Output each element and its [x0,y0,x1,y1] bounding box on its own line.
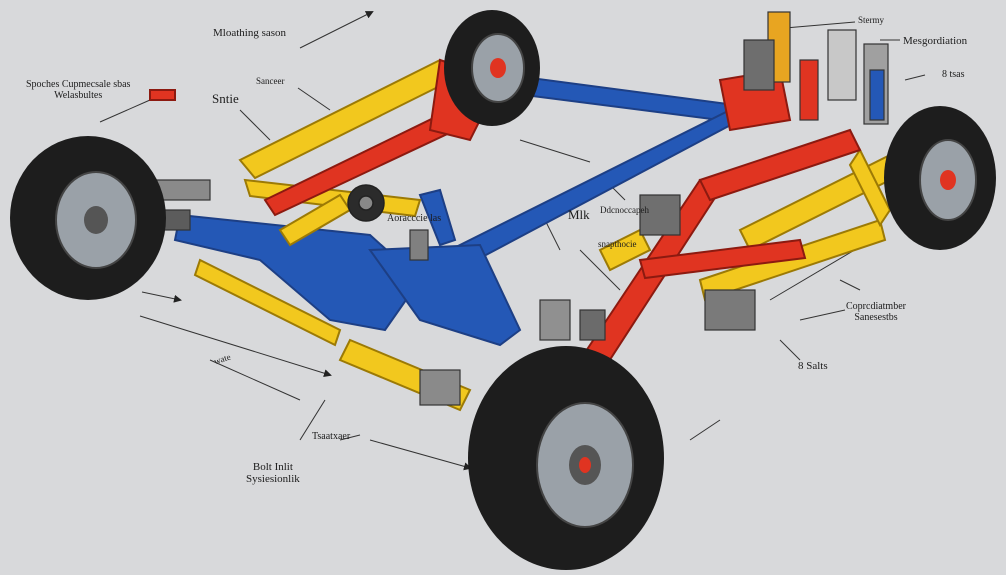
label-bottom-left: Bolt Inlit Sysiesionlik [246,461,300,485]
label-left-suspen: Sanceer [256,76,285,86]
label-bottom-left-line1: Bolt Inlit [252,461,293,473]
label-right-mid-line2: Sanesestbs [854,311,898,323]
label-left-sml: Sntie [212,91,239,106]
label-right-lower: 8 Salts [798,360,828,372]
wheel-rear-left [444,10,540,126]
blue-frame [173,68,742,347]
label-middle-right-a: Ddcnoccapeh [600,205,649,215]
label-right-small: 8 tsas [942,69,965,80]
wheel-front-right [468,346,664,570]
label-middle-a: Aoracccie las [387,213,442,224]
label-top-center: Mloathing sason [213,27,287,39]
shock-components [149,11,889,406]
label-left-upper: Spoches Cupmecsale sbas Welasbultes [26,79,131,101]
label-right-mid-line1: Coprcdiatmber [846,301,906,312]
label-right-mid: Coprcdiatmber Sanesestbs [846,301,906,323]
label-middle-right-b: snapthocie [598,239,637,249]
label-top-right-a: Stermy [858,15,884,25]
label-left-upper-line2: Welasbultes [54,89,103,101]
label-left-upper-line1: Spoches Cupmecsale sbas [26,79,131,90]
label-bottom-left-line2: Sysiesionlik [246,472,300,485]
label-middle-milk: Mlk [568,207,590,222]
wheel-rear-right [884,106,996,250]
label-bottom-center: Tsaatxaer [312,431,351,442]
label-top-right-b: Mesgordiation [903,35,968,47]
wheel-front-left [10,136,166,300]
